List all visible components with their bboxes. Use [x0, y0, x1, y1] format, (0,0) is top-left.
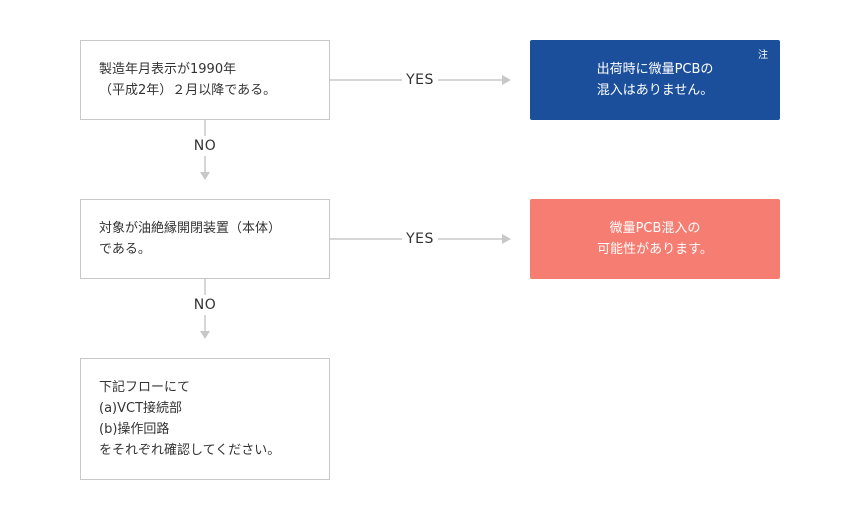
result-text: 出荷時に微量PCBの — [596, 62, 714, 77]
no-arrowhead-1 — [200, 172, 210, 180]
result-text: 可能性があります。 — [597, 242, 713, 257]
step-box-check-instructions: 下記フローにて (a)VCT接続部 (b)操作回路 をそれぞれ確認してください。 — [80, 358, 330, 480]
step-text: 対象が油絶縁開閉装置（本体） — [99, 221, 282, 236]
step-text: （平成2年）２月以降である。 — [99, 83, 277, 98]
no-label: NO — [189, 136, 221, 156]
result-text: 混入はありません。 — [596, 83, 714, 98]
result-box-pcb-possible: 微量PCB混入の 可能性があります。 — [530, 199, 780, 279]
step-text: (a)VCT接続部 — [99, 401, 183, 416]
yes-label: YES — [402, 70, 438, 90]
result-box-no-pcb: 出荷時に微量PCBの 混入はありません。 注 — [530, 40, 780, 120]
step-text: 下記フローにて — [99, 380, 191, 395]
yes-arrowhead-1 — [502, 75, 511, 85]
step-text: 製造年月表示が1990年 — [99, 62, 237, 77]
step-box-oil-insulated-switchgear: 対象が油絶縁開閉装置（本体） である。 — [80, 199, 330, 279]
result-text: 微量PCB混入の — [609, 221, 701, 236]
step-text: である。 — [99, 242, 151, 257]
no-label: NO — [189, 295, 221, 315]
note-marker: 注 — [758, 50, 768, 61]
step-text: をそれぞれ確認してください。 — [99, 443, 281, 458]
yes-label: YES — [402, 229, 438, 249]
no-arrowhead-2 — [200, 331, 210, 339]
yes-arrowhead-2 — [502, 234, 511, 244]
step-box-manufacture-date: 製造年月表示が1990年 （平成2年）２月以降である。 — [80, 40, 330, 120]
step-text: (b)操作回路 — [99, 422, 170, 437]
